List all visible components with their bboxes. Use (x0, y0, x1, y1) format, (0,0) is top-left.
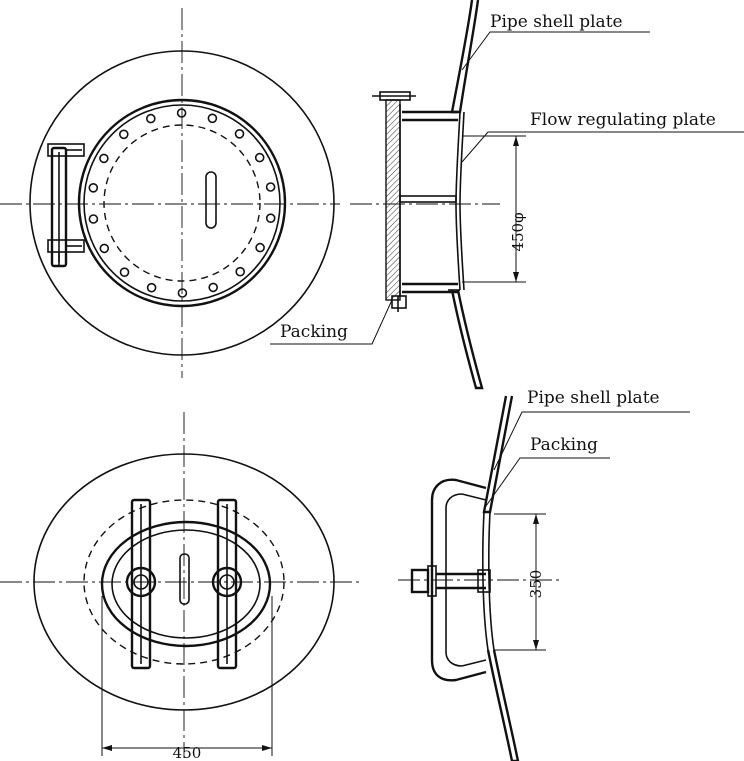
bolt-hole (88, 214, 99, 224)
right-bolt-nut (211, 566, 243, 598)
leader-lines (270, 31, 744, 507)
label-pipe-shell-plate-bottom: Pipe shell plate (527, 388, 660, 408)
bolt-hole (99, 153, 109, 164)
bolt-hole (265, 182, 276, 192)
hinge (47, 143, 85, 268)
opening-dashed-circle (103, 124, 261, 282)
upper-front-view (0, 8, 340, 378)
label-packing-bottom: Packing (530, 435, 598, 455)
bolt-hole (177, 288, 188, 298)
bolt-hole (235, 266, 245, 277)
dimension-450: 450 (173, 744, 202, 761)
bolt-hole (146, 113, 156, 124)
left-clamp-bar (130, 498, 152, 670)
bolt-hole (207, 113, 218, 124)
outer-shell-circle (29, 50, 335, 356)
bolt-hole (234, 129, 245, 139)
bolt-ring (88, 108, 276, 298)
handle-slot (205, 171, 217, 229)
label-pipe-shell-plate-top: Pipe shell plate (490, 12, 623, 32)
bolt-hole (208, 282, 218, 293)
bolt-hole (255, 242, 265, 253)
bolt-hole (254, 152, 265, 163)
side-nut (410, 568, 430, 594)
right-clamp-bar (216, 498, 238, 670)
cover-plate-section (385, 99, 401, 301)
left-bolt-nut (125, 566, 157, 598)
bolt-hole (146, 282, 157, 293)
outer-shell-ellipse (33, 453, 335, 711)
bolt-hole (88, 183, 99, 193)
dimension-350: 350 (527, 570, 545, 599)
lower-front-view (0, 412, 360, 758)
bolt-hole (265, 213, 276, 223)
cover-outer-circle (77, 98, 287, 308)
label-flow-regulating-plate: Flow regulating plate (530, 110, 716, 130)
bolt-hole (99, 243, 110, 254)
bolt-hole (119, 129, 129, 140)
lower-handle-slot (179, 553, 190, 605)
cover-ellipse (100, 520, 272, 648)
upper-side-view (350, 0, 526, 390)
dimension-450-phi: 450φ (509, 212, 527, 251)
bolt-hole (176, 108, 187, 118)
label-packing-top: Packing (280, 322, 348, 342)
lower-side-view (398, 395, 560, 761)
bolt-hole (119, 267, 130, 278)
